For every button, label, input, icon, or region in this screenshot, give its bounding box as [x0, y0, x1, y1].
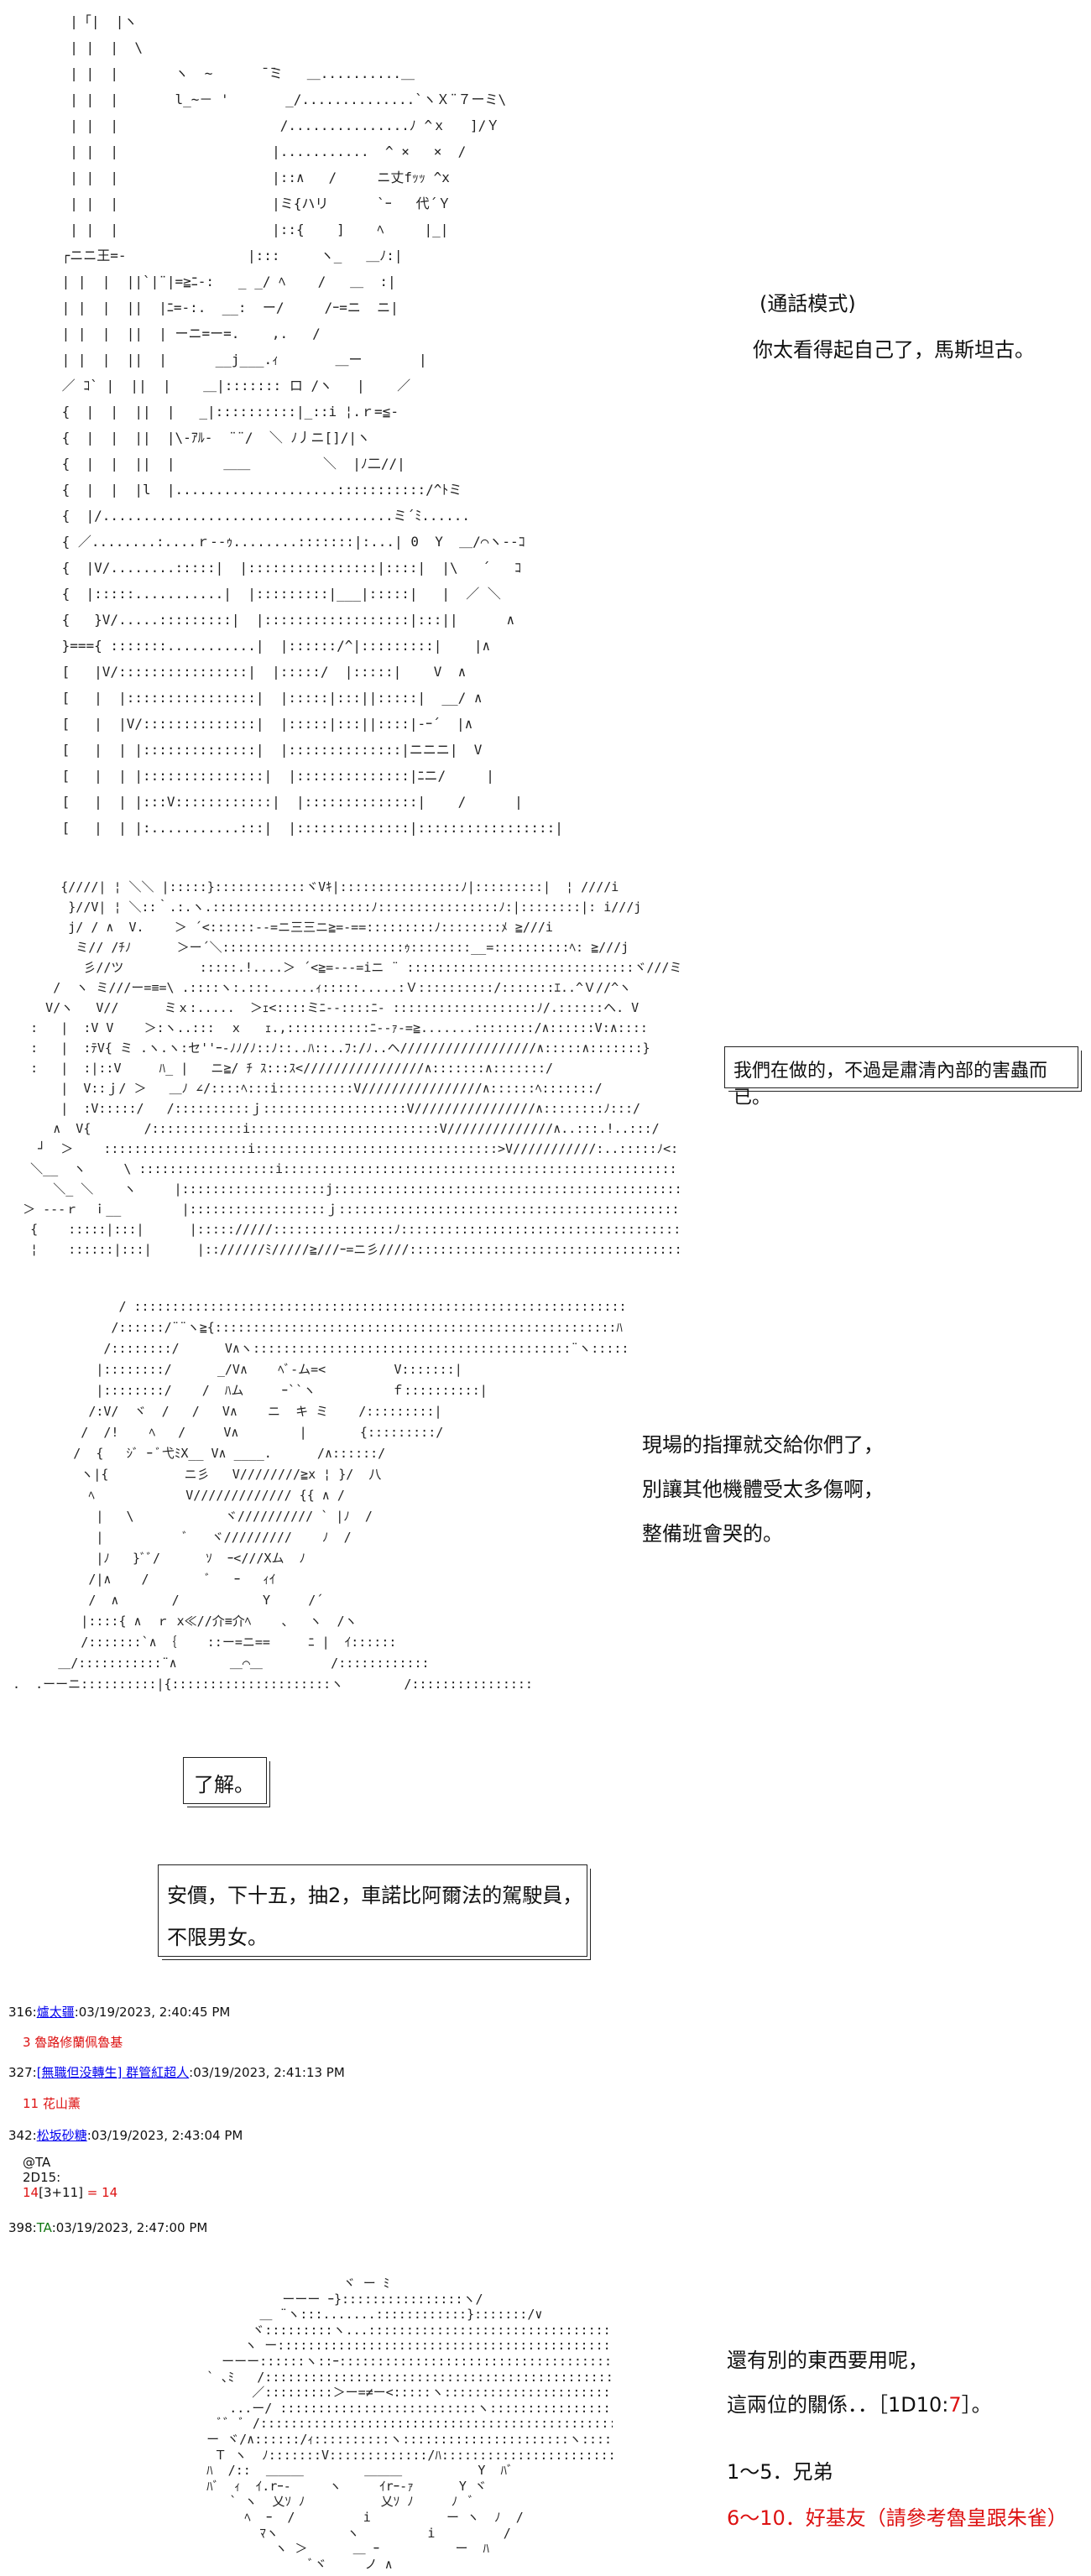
- roll-value: 7: [948, 2393, 962, 2417]
- post-number: 342:: [8, 2128, 37, 2143]
- dialogue-line-3: 整備班會哭的。: [642, 1522, 783, 1546]
- anke-line-1: 安價，下十五，抽2，車諾比阿爾法的駕駛員，: [167, 1884, 583, 1907]
- ascii-art-mustang: |「| |ヽ | | | \ | | | ヽ ~ ̄ ̄ミ ＿.........…: [61, 13, 563, 836]
- post-author: TA: [36, 2220, 52, 2235]
- post-316-body: 3 魯路修蘭佩魯基: [23, 2035, 123, 2050]
- post-number: 316:: [8, 2005, 37, 2020]
- anke-line-2: 不限男女。: [167, 1926, 268, 1949]
- post-327: 327:[無職但没轉生] 群管紅超人:03/19/2023, 2:41:13 P…: [8, 2063, 345, 2081]
- reply-box: 了解。: [183, 1757, 270, 1807]
- dice-total-prefix: 14: [23, 2185, 39, 2200]
- dialogue-line-1: 現場的指揮就交給你們了，: [642, 1433, 884, 1457]
- post-342-reply-to: @TA: [23, 2155, 51, 2170]
- post-author-link[interactable]: 爐太疆: [36, 2005, 75, 2020]
- dice-equals: = 14: [83, 2185, 118, 2200]
- dialogue-line-2: 別讓其他機體受太多傷啊，: [642, 1478, 884, 1501]
- dice-roll: [3+11]: [39, 2185, 83, 2200]
- caption-box-purge: 我們在做的，不過是肅清內部的害蟲而已。: [724, 1046, 1082, 1108]
- post-author-link[interactable]: [無職但没轉生] 群管紅超人: [36, 2065, 190, 2080]
- ascii-art-officer: / ::::::::::::::::::::::::::::::::::::::…: [13, 1299, 626, 1692]
- post-number: 398:: [8, 2220, 37, 2235]
- post-342-dice-label: 2D15:: [23, 2170, 61, 2185]
- roll-prefix: 這兩位的關係．．［1D10:: [727, 2393, 949, 2417]
- option-brothers: 1～5．兄弟: [727, 2460, 833, 2484]
- dialogue-line-1: 還有別的東西要用呢，: [727, 2349, 928, 2372]
- post-time: :03/19/2023, 2:41:13 PM: [189, 2065, 345, 2080]
- option-best-friends: 6～10．好基友（請參考魯皇跟朱雀）: [727, 2506, 1068, 2530]
- post-316: 316:爐太疆:03/19/2023, 2:40:45 PM: [8, 2003, 230, 2021]
- roll-suffix: ］。: [961, 2393, 992, 2417]
- dialogue-line-2: 這兩位的關係．．［1D10:7］。: [727, 2384, 992, 2426]
- post-398: 398:TA:03/19/2023, 2:47:00 PM: [8, 2220, 207, 2235]
- post-342: 342:松坂砂糖:03/19/2023, 2:43:04 PM: [8, 2126, 243, 2144]
- caption-text: 我們在做的，不過是肅清內部的害蟲而已。: [733, 1061, 1048, 1108]
- reply-text: 了解。: [194, 1773, 254, 1796]
- post-number: 327:: [8, 2065, 37, 2080]
- anke-box: 安價，下十五，抽2，車諾比阿爾法的駕駛員， 不限男女。: [158, 1864, 591, 1960]
- ascii-art-soldier: {////| ¦ ＼＼ |:::::}::::::::::::ヾVｷ|:::::…: [23, 879, 680, 1257]
- dialogue-line: 你太看得起自己了，馬斯坦古。: [753, 338, 1035, 362]
- post-time: :03/19/2023, 2:43:04 PM: [86, 2128, 243, 2143]
- ascii-art-character-smile: ヾ ー ﾐ ーーー ｰ}::::::::::::::::ヽ/ ＿ ¨ヽ:::..…: [206, 2276, 613, 2569]
- post-327-body: 11 花山薰: [23, 2096, 81, 2111]
- post-342-dice-result: 14[3+11] = 14: [23, 2185, 117, 2200]
- post-time: :03/19/2023, 2:47:00 PM: [51, 2220, 208, 2235]
- post-author-link[interactable]: 松坂砂糖: [36, 2128, 87, 2143]
- post-time: :03/19/2023, 2:40:45 PM: [74, 2005, 231, 2020]
- call-mode-label: (通話模式): [760, 292, 856, 315]
